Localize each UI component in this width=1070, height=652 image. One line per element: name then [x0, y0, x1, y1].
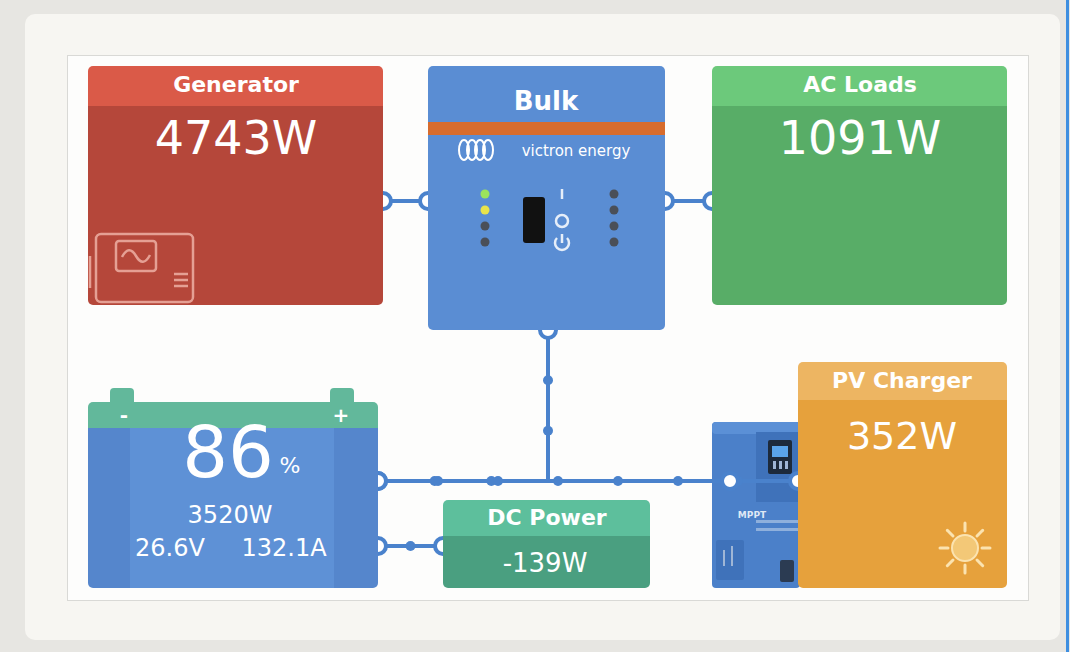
value: 4743W — [155, 115, 318, 161]
flow-dot — [673, 476, 683, 486]
text-holder: DC Power — [487, 507, 606, 529]
generator-icon — [88, 66, 383, 305]
sun-icon — [798, 362, 1007, 588]
flow-dot — [543, 426, 553, 436]
voltage-value: 26.6V — [135, 536, 205, 560]
battery-terminal — [110, 388, 134, 402]
text-holder: Generator — [173, 74, 299, 96]
dc-power-box: DC Power -139W — [443, 500, 650, 588]
flow-dot — [493, 476, 503, 486]
text-holder: 1091W — [779, 115, 942, 161]
connector-end — [722, 473, 738, 489]
text-holder: Bulk — [514, 88, 579, 114]
title: Generator — [173, 74, 299, 96]
text-holder: AC Loads — [803, 74, 917, 96]
power-value: 3520W — [188, 503, 273, 527]
connector-group — [370, 322, 556, 489]
text-holder: 86 — [182, 416, 274, 488]
value: 1091W — [779, 115, 942, 161]
text-holder: % — [280, 455, 301, 477]
title: DC Power — [487, 507, 606, 529]
text-holder: 352W — [847, 417, 957, 455]
flow-dot — [433, 476, 443, 486]
device-label: MPPT — [738, 511, 766, 520]
title: Bulk — [514, 88, 579, 114]
flow-dot — [543, 375, 553, 385]
battery-terminal — [330, 388, 354, 402]
value: -139W — [503, 550, 588, 576]
percent-sign: % — [280, 455, 301, 477]
flow-dot — [553, 476, 563, 486]
connector-group — [370, 473, 806, 489]
state-of-charge: 86 — [182, 416, 274, 488]
flow-dot — [613, 476, 623, 486]
battery-box: - +86% 3520W 26.6V 132.1A — [88, 402, 378, 588]
text-holder: 3520W — [188, 503, 273, 527]
current-value: 132.1A — [241, 536, 326, 560]
generator-box: Generator 4743W — [88, 66, 383, 305]
text-holder: + — [333, 405, 350, 426]
edge-bar — [1066, 0, 1069, 652]
text-holder: 26.6V — [135, 536, 205, 560]
text-holder: victron energy — [522, 141, 631, 160]
text-holder: - — [120, 405, 128, 426]
text-holder: PV Charger — [832, 370, 972, 392]
inverter-box: Bulk victron energy — [428, 66, 665, 330]
ac-loads-box: AC Loads 1091W — [712, 66, 1007, 305]
text-holder: 132.1A — [241, 536, 326, 560]
text-holder: MPPT — [738, 503, 766, 522]
value: 352W — [847, 417, 957, 455]
title: PV Charger — [832, 370, 972, 392]
connector-group — [657, 193, 720, 209]
power-connector — [378, 330, 548, 481]
terminal-sign: + — [333, 405, 350, 425]
title: AC Loads — [803, 74, 917, 96]
connector-group — [370, 538, 451, 554]
text-holder: 4743W — [155, 115, 318, 161]
terminal-sign: - — [120, 405, 128, 425]
text-holder: -139W — [503, 550, 588, 576]
mppt-device — [712, 422, 800, 588]
brand-text: victron energy — [522, 144, 631, 159]
connector-group — [375, 193, 436, 209]
pv-charger-box: PV Charger 352W — [798, 362, 1007, 588]
flow-dot — [406, 541, 416, 551]
